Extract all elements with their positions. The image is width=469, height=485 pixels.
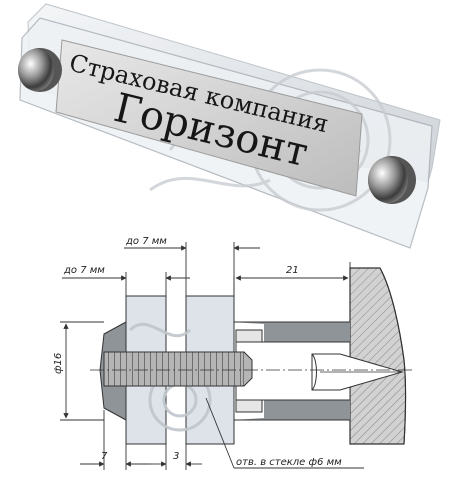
dimension-bottom-left (80, 410, 150, 470)
dimension-diameter (60, 321, 104, 421)
standoff-cap-left (18, 48, 62, 92)
dimension-bottom-left-label: 7 (101, 451, 108, 462)
dimension-bottom-gap-label: 3 (173, 451, 179, 462)
standoff-cap-right (368, 156, 416, 204)
dimension-top-label: до 7 мм (125, 236, 167, 247)
threaded-bolt (103, 351, 253, 387)
dimension-left-label: до 7 мм (63, 265, 105, 276)
dimension-diameter-label: ф16 (53, 353, 64, 374)
wall-screw (311, 353, 404, 391)
mounting-cross-section: до 7 мм до 7 мм 21 ф16 (53, 236, 412, 470)
sign-plate: Страховая компания Горизонт (18, 3, 441, 249)
hole-note-label: отв. в стекле ф6 мм (236, 457, 342, 468)
name-plate (55, 39, 363, 197)
dimension-length (233, 262, 351, 296)
wall-section (349, 267, 407, 445)
dimension-bottom-gap (150, 444, 202, 470)
dimension-left (62, 272, 190, 296)
hole-note-leader (205, 397, 364, 469)
dimension-top (124, 242, 260, 296)
dimension-length-label: 21 (286, 265, 299, 276)
